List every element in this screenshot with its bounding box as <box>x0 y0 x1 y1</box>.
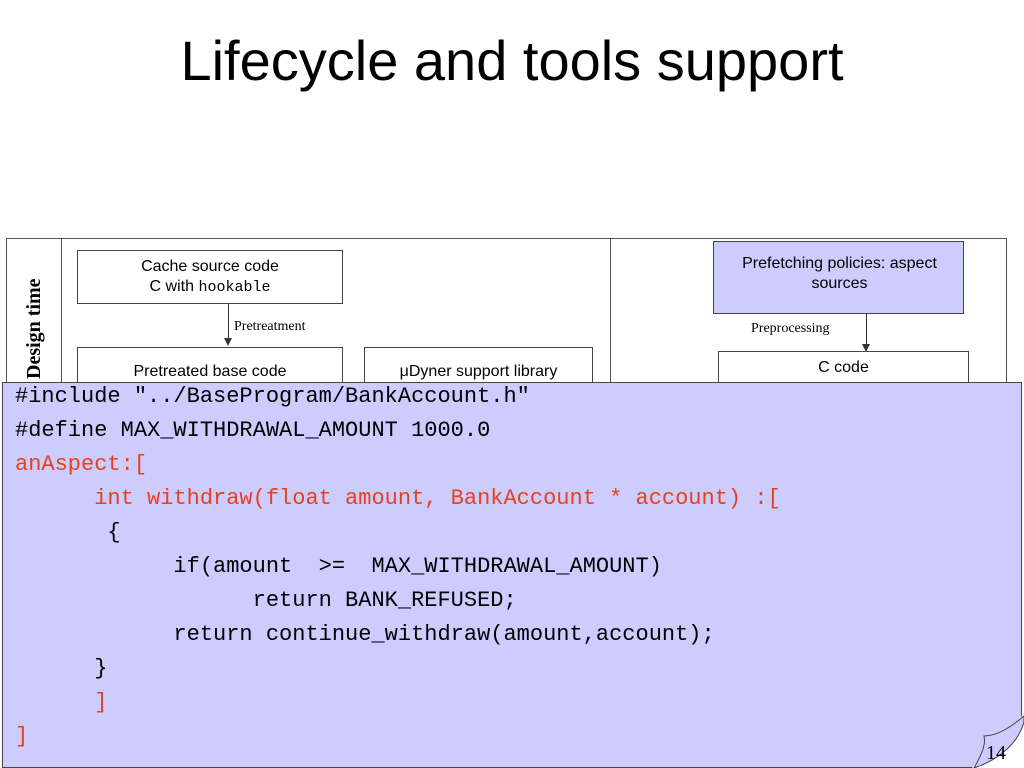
code-line-return-continue: return continue_withdraw(amount,account)… <box>15 622 715 647</box>
cache-source-line1: Cache source code <box>141 258 279 275</box>
pretreatment-arrow-line <box>228 304 229 340</box>
code-line-define: #define MAX_WITHDRAWAL_AMOUNT 1000.0 <box>15 418 491 443</box>
code-line-brace-open: { <box>15 520 121 545</box>
cache-source-code-box: Cache source code C with hookable <box>77 250 343 304</box>
code-line-include: #include "../BaseProgram/BankAccount.h" <box>15 384 530 409</box>
code-line-return-refused: return BANK_REFUSED; <box>15 588 517 613</box>
cache-source-line2: C with hookable <box>78 277 342 298</box>
slide-title: Lifecycle and tools support <box>180 29 844 92</box>
aspect-code-panel: #include "../BaseProgram/BankAccount.h" … <box>2 382 1022 768</box>
page-curl-icon <box>972 714 1024 768</box>
hookable-keyword: hookable <box>198 279 271 296</box>
prefetching-policies-box: Prefetching policies: aspect sources <box>713 241 964 314</box>
code-line-withdraw-signature: int withdraw(float amount, BankAccount *… <box>15 486 781 511</box>
code-line-brace-close: } <box>15 656 108 681</box>
preprocessing-arrow-line <box>866 314 867 346</box>
code-line-aspect-close: ] <box>15 724 29 749</box>
preprocessing-label: Preprocessing <box>751 321 830 336</box>
phase-column-divider <box>61 238 62 398</box>
code-line-pointcut-close: ] <box>15 690 108 715</box>
phase-label-design-time: Design time <box>23 278 45 379</box>
pretreatment-arrow-head <box>224 338 232 346</box>
pretreatment-label: Pretreatment <box>234 319 306 334</box>
preprocessing-arrow-head <box>862 344 870 352</box>
code-line-if-condition: if(amount >= MAX_WITHDRAWAL_AMOUNT) <box>15 554 662 579</box>
code-line-aspect-open: anAspect:[ <box>15 452 148 477</box>
page-number: 14 <box>986 742 1006 764</box>
cache-source-prefix: C with <box>149 278 199 295</box>
section-divider <box>610 238 611 398</box>
